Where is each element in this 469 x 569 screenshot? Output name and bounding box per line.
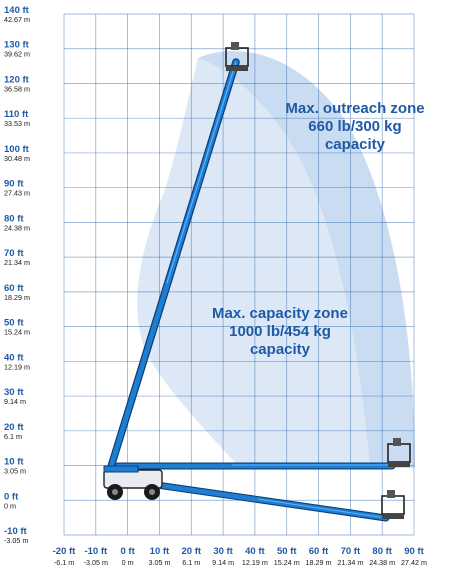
y-tick-label-m: 21.34 m [4, 258, 30, 267]
x-tick-label-m: 27.42 m [401, 558, 427, 567]
grid [63, 13, 415, 536]
x-tick-label-ft: 40 ft [245, 546, 265, 557]
y-tick-label-ft: 20 ft [4, 422, 24, 433]
platform-lower-right [381, 490, 405, 519]
boom-vertical [106, 58, 240, 474]
outreach-zone-envelope [198, 50, 415, 468]
x-tick-label-m: 3.05 m [148, 558, 170, 567]
capacity-zone-label: capacity [250, 341, 311, 358]
y-tick-label-m: 18.29 m [4, 293, 30, 302]
y-tick-label-m: 9.14 m [4, 397, 26, 406]
x-tick-label-ft: 50 ft [277, 546, 297, 557]
y-tick-label-m: 42.67 m [4, 15, 30, 24]
y-tick-label-m: -3.05 m [4, 536, 28, 545]
x-tick-label-m: 15.24 m [274, 558, 300, 567]
y-tick-label-m: 0 m [4, 501, 16, 510]
y-tick-label-ft: 80 ft [4, 213, 24, 224]
capacity-zone-envelope [137, 58, 370, 468]
y-tick-label-ft: 60 ft [4, 283, 24, 294]
y-tick-label-m: 3.05 m [4, 467, 26, 476]
x-tick-label-ft: 90 ft [404, 546, 424, 557]
y-tick-label-ft: 0 ft [4, 491, 19, 502]
y-tick-label-ft: 110 ft [4, 109, 29, 120]
x-axis-labels: -20 ft-6.1 m -10 ft-3.05 m 0 ft0 m 10 ft3.0… [53, 546, 427, 567]
x-tick-label-m: 24.38 m [369, 558, 395, 567]
capacity-zone-capacity: 1000 lb/454 kg [229, 323, 331, 340]
x-tick-label-ft: 60 ft [309, 546, 329, 557]
outreach-zone-label: capacity [325, 136, 386, 153]
platform-top [225, 42, 249, 71]
x-tick-label-ft: 20 ft [181, 546, 201, 557]
y-tick-label-m: 33.53 m [4, 119, 30, 128]
x-tick-label-m: 0 m [122, 558, 134, 567]
y-tick-label-m: 30.48 m [4, 154, 30, 163]
y-tick-label-ft: 100 ft [4, 144, 30, 155]
x-tick-label-m: -6.1 m [54, 558, 74, 567]
y-tick-label-ft: 140 ft [4, 5, 30, 16]
y-tick-label-ft: 30 ft [4, 387, 24, 398]
x-tick-label-ft: -10 ft [84, 546, 108, 557]
x-tick-label-ft: -20 ft [53, 546, 77, 557]
y-tick-label-m: 6.1 m [4, 432, 22, 441]
x-tick-label-m: -3.05 m [84, 558, 108, 567]
y-tick-label-ft: 90 ft [4, 179, 24, 190]
y-tick-label-m: 12.19 m [4, 362, 30, 371]
x-tick-label-ft: 70 ft [341, 546, 361, 557]
y-tick-label-m: 36.58 m [4, 84, 30, 93]
y-tick-label-ft: 50 ft [4, 318, 24, 329]
x-tick-label-ft: 0 ft [121, 546, 136, 557]
machine-base [103, 465, 163, 500]
y-tick-label-m: 15.24 m [4, 328, 30, 337]
boom-horizontal-upper [114, 462, 396, 470]
y-tick-label-ft: 120 ft [4, 74, 30, 85]
boom-horizontal-lower [118, 476, 390, 522]
capacity-zone-title: Max. capacity zone [212, 305, 348, 322]
platform-upper-right [387, 438, 411, 467]
x-tick-label-ft: 30 ft [213, 546, 233, 557]
outreach-zone-title: Max. outreach zone [285, 100, 424, 117]
x-tick-label-m: 21.34 m [337, 558, 363, 567]
x-tick-label-m: 6.1 m [182, 558, 200, 567]
outreach-zone-capacity: 660 lb/300 kg [308, 118, 401, 135]
y-tick-label-ft: 70 ft [4, 248, 24, 259]
y-tick-label-ft: -10 ft [4, 526, 28, 537]
y-tick-label-ft: 40 ft [4, 352, 24, 363]
y-tick-label-m: 39.62 m [4, 50, 30, 59]
x-tick-label-ft: 10 ft [150, 546, 170, 557]
x-tick-label-ft: 80 ft [372, 546, 392, 557]
y-tick-label-m: 24.38 m [4, 223, 30, 232]
y-tick-label-ft: 10 ft [4, 457, 24, 468]
y-tick-label-m: 27.43 m [4, 189, 30, 198]
x-tick-label-m: 12.19 m [242, 558, 268, 567]
x-tick-label-m: 9.14 m [212, 558, 234, 567]
x-tick-label-m: 18.29 m [306, 558, 332, 567]
y-tick-label-ft: 130 ft [4, 40, 30, 51]
